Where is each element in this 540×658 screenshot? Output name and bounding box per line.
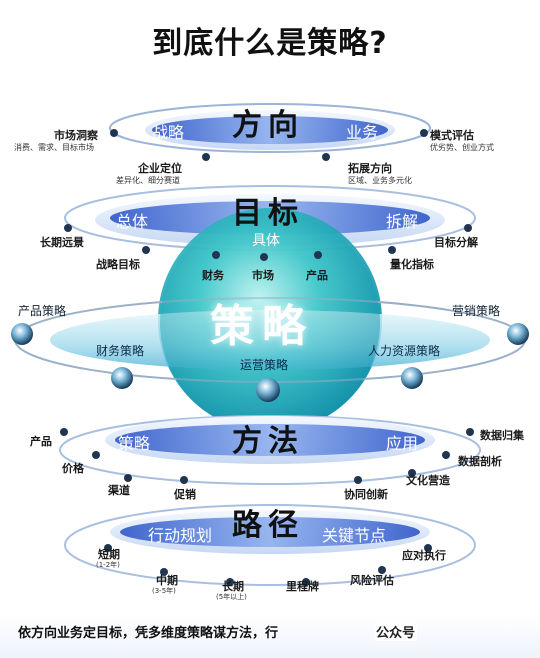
watermark: 公众号 [374, 622, 418, 641]
label-finance-strategy: 财务策略 [96, 344, 145, 358]
label-finance: 财务 [202, 269, 224, 282]
label-long-term-path: 长期 [222, 580, 244, 593]
orbit-balls [11, 323, 529, 402]
label-data-analysis: 数据剖析 [458, 455, 502, 468]
sub-long-term-path: (5年以上) [216, 593, 247, 601]
pill-business: 业务 [346, 123, 379, 142]
pill-strategy: 战略 [152, 123, 185, 142]
label-strategic-goal: 战略目标 [96, 258, 140, 271]
pill-breakdown: 拆解 [386, 212, 419, 231]
label-risk-eval: 风险评估 [350, 574, 394, 587]
tier-title-direction: 方向 [232, 108, 304, 143]
label-data-collect: 数据归集 [480, 429, 524, 442]
pill-tactic: 策略 [118, 434, 151, 453]
label-goal-breakdown: 目标分解 [434, 236, 478, 249]
label-market-insight: 市场洞察 [54, 129, 98, 142]
label-market: 市场 [252, 269, 274, 282]
node-dots [60, 129, 474, 586]
label-long-term: 长期远景 [40, 236, 84, 249]
pill-overall: 总体 [116, 212, 149, 231]
footer-band [0, 614, 540, 658]
sub-short-term: (1-2年) [96, 561, 120, 569]
label-milestone: 里程牌 [286, 580, 319, 593]
label-culture: 文化营造 [406, 474, 450, 487]
pill-concrete: 具体 [252, 233, 280, 249]
sub-positioning: 差异化、细分赛道 [116, 176, 180, 185]
sub-model-eval: 优劣势、创业方式 [430, 143, 494, 152]
tier-title-method: 方法 [232, 424, 304, 459]
label-operation-strategy: 运营策略 [240, 358, 289, 372]
label-mid-term: 中期 [156, 574, 178, 587]
tier-title-goal: 目标 [232, 196, 304, 231]
sub-mid-term: (3-5年) [152, 587, 176, 595]
label-channel: 渠道 [108, 484, 130, 497]
label-innovation: 协同创新 [344, 488, 388, 501]
label-product: 产品 [306, 269, 328, 282]
sub-expansion: 区域、业务多元化 [348, 176, 412, 185]
tier-direction-disc [109, 103, 431, 153]
footer-caption: 依方向业务定目标，凭多维度策略谋方法，行 [18, 626, 279, 641]
label-positioning: 企业定位 [138, 162, 182, 175]
label-short-term: 短期 [98, 548, 120, 561]
tier-path-disc [64, 504, 476, 586]
label-quant-index: 量化指标 [390, 258, 434, 271]
sub-market-insight: 消费、需求、目标市场 [14, 143, 94, 152]
pill-key-nodes: 关键节点 [322, 526, 387, 545]
label-product-strategy: 产品策略 [18, 304, 67, 318]
page-title: 到底什么是策略? [152, 26, 388, 61]
sphere-title: 策略 [210, 301, 314, 352]
label-marketing-strategy: 营销策略 [452, 304, 501, 318]
label-model-eval: 模式评估 [430, 129, 474, 142]
pill-application: 应用 [386, 434, 419, 453]
label-response: 应对执行 [402, 549, 446, 562]
label-product-4p: 产品 [30, 435, 52, 448]
label-expansion: 拓展方向 [348, 162, 392, 175]
pill-action-plan: 行动规划 [148, 526, 213, 545]
label-hr-strategy: 人力资源策略 [368, 344, 441, 358]
tier-method-disc [59, 415, 481, 485]
label-price: 价格 [62, 462, 84, 475]
tier-title-path: 路径 [232, 508, 304, 543]
label-promotion: 促销 [174, 488, 196, 501]
